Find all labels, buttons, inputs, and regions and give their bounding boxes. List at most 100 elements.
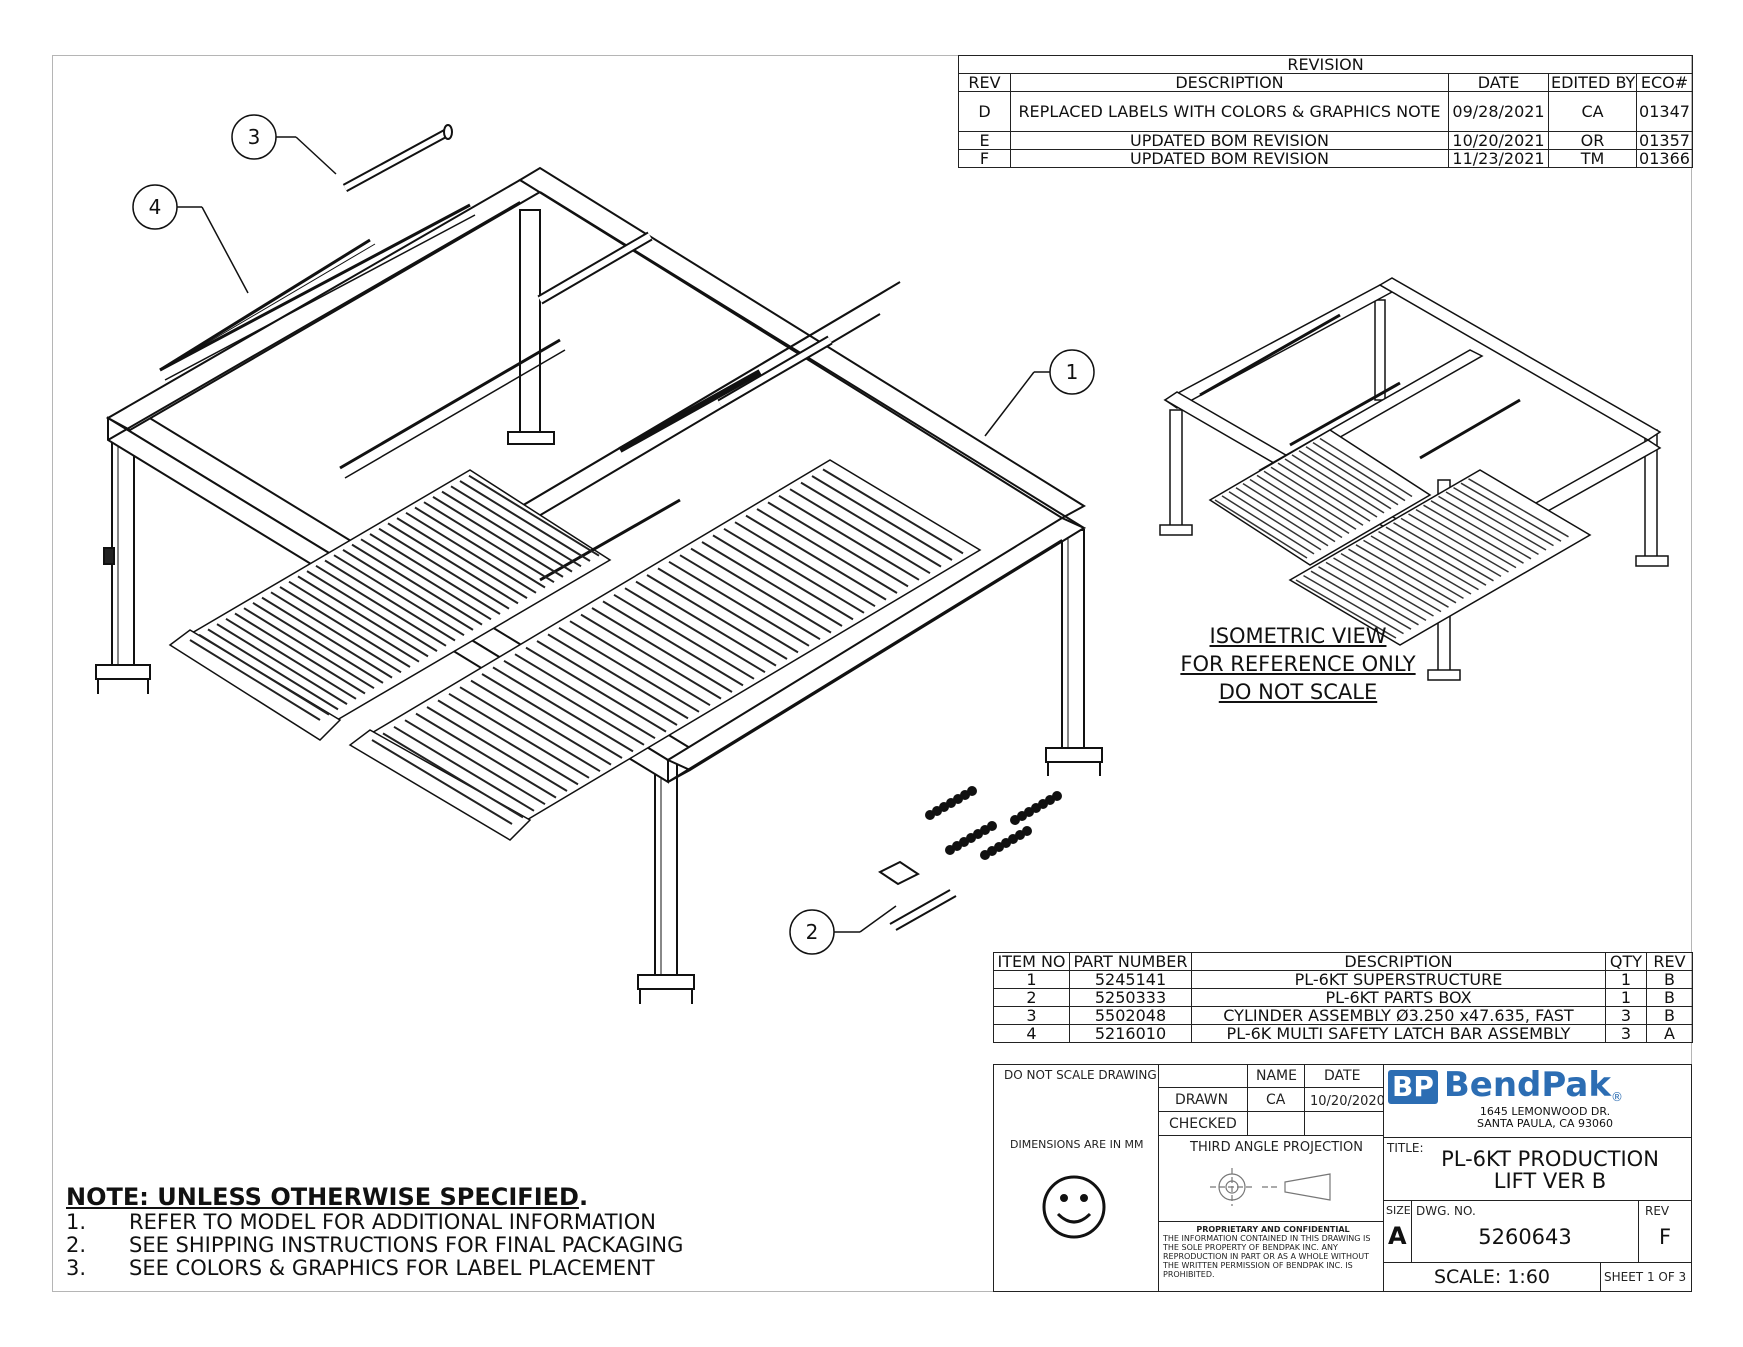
projection-label: THIRD ANGLE PROJECTION — [1190, 1140, 1363, 1155]
runway-rib — [297, 575, 429, 658]
runway-rib — [536, 640, 678, 726]
runway-rib — [459, 686, 601, 773]
balloon-labels: 1 2 3 4 — [149, 125, 1079, 944]
drawn-name: CA — [1266, 1092, 1286, 1108]
runway-rib — [437, 699, 579, 786]
checked-label: CHECKED — [1169, 1116, 1237, 1132]
chain-link — [1052, 791, 1062, 801]
runway-rib — [1312, 441, 1406, 502]
runway-rib — [657, 567, 799, 654]
balloon-1 — [1049, 349, 1095, 395]
runway-rib — [525, 646, 667, 733]
note-item: 1.REFER TO MODEL FOR ADDITIONAL INFORMAT… — [66, 1210, 656, 1234]
runway-rib — [1348, 548, 1449, 608]
runway-rib — [1325, 561, 1427, 622]
runway-rib — [371, 739, 513, 825]
table-row: E UPDATED BOM REVISION 10/20/2021 OR 013… — [958, 131, 1693, 150]
isometric-reference-view — [1159, 277, 1669, 681]
dwg-no-value: 5260643 — [1478, 1225, 1572, 1249]
runway-rib — [1310, 570, 1412, 630]
runway-rib — [591, 607, 733, 693]
main-lift-assembly — [95, 166, 1103, 1004]
runway-rib — [333, 554, 465, 637]
runway-rib — [1228, 491, 1322, 551]
note-item: 3.SEE COLORS & GRAPHICS FOR LABEL PLACEM… — [66, 1256, 655, 1280]
balloon-2 — [789, 909, 835, 955]
runway-rib — [646, 574, 788, 660]
runway-rib — [288, 580, 420, 663]
post-front-left — [95, 439, 151, 694]
runway-rib — [1319, 437, 1413, 498]
runway-rib — [1298, 450, 1392, 510]
runway-rib — [342, 549, 474, 631]
runway-rib — [448, 692, 590, 779]
runway-rib — [270, 591, 402, 674]
runway-rib — [450, 485, 582, 568]
runway-rib — [423, 501, 555, 584]
drawing-border — [52, 55, 1692, 1292]
dwg-no-label: DWG. NO. — [1416, 1204, 1476, 1218]
runway-rib — [503, 659, 645, 746]
runway-rib — [1355, 544, 1457, 604]
notes-title: NOTE: UNLESS OTHERWISE SPECIFIED. — [66, 1183, 589, 1211]
drawing-title: PL-6KT PRODUCTION LIFT VER B — [1441, 1147, 1659, 1193]
runway-rib — [734, 521, 876, 608]
runway-rib — [360, 538, 492, 621]
parts-box-part-2 — [878, 786, 1062, 931]
runway-rib — [1438, 495, 1539, 556]
runway-rib — [198, 633, 330, 716]
revision-header-row: REV DESCRIPTION DATE EDITED BY ECO# — [958, 73, 1693, 92]
runway-rib — [468, 474, 600, 557]
runway-rib — [1385, 526, 1487, 586]
runway-rib — [602, 600, 744, 687]
rev-label: REV — [1645, 1204, 1670, 1218]
runway-rib — [234, 612, 366, 695]
beam-right — [665, 516, 1087, 783]
runway-rib — [261, 596, 393, 679]
runway-rib — [481, 673, 623, 759]
runway-rib — [690, 547, 832, 634]
balloon-4-label: 4 — [149, 195, 162, 219]
runway-rib — [723, 527, 865, 614]
runway-rib — [405, 511, 537, 594]
runway-rib — [1235, 487, 1329, 547]
runway-rib — [207, 628, 339, 711]
runway-rib — [492, 666, 634, 753]
runway-rib — [243, 607, 375, 690]
revision-title: REVISION — [958, 55, 1693, 74]
runway-rib — [1284, 458, 1378, 518]
runway-rib — [404, 719, 546, 806]
runway-rib — [635, 580, 777, 667]
runway-rib — [1256, 474, 1350, 535]
runway-rib — [701, 541, 843, 627]
general-notes: NOTE: UNLESS OTHERWISE SPECIFIED. 1.REFE… — [66, 1183, 683, 1280]
runway-rib — [811, 475, 953, 561]
runway-rib — [1430, 500, 1532, 560]
runway-rib — [767, 501, 909, 588]
runway-rib — [1468, 478, 1569, 538]
runway-rib — [679, 554, 821, 641]
runway-rib — [1305, 446, 1399, 506]
runway-rib — [1423, 504, 1524, 564]
runway-rib — [624, 587, 766, 674]
runway-rib — [1291, 454, 1385, 514]
dimensions-label: DIMENSIONS ARE IN MM — [1010, 1138, 1144, 1151]
runway-rib — [1340, 552, 1442, 613]
runway-rib — [514, 653, 656, 740]
runway-rib — [441, 490, 573, 573]
latch-bar-part-4 — [159, 238, 376, 372]
runway-rib — [393, 725, 535, 812]
runway-rib — [324, 559, 456, 642]
runway-rib — [1363, 539, 1464, 600]
runway-rib — [1370, 535, 1472, 595]
runway-rib — [1249, 478, 1343, 539]
title-label: TITLE: — [1387, 1141, 1424, 1155]
post-right — [1045, 529, 1103, 776]
note-item: 2.SEE SHIPPING INSTRUCTIONS FOR FINAL PA… — [66, 1233, 684, 1257]
do-not-scale-label: DO NOT SCALE DRAWING — [1004, 1068, 1157, 1082]
runway-rib — [1242, 482, 1336, 543]
